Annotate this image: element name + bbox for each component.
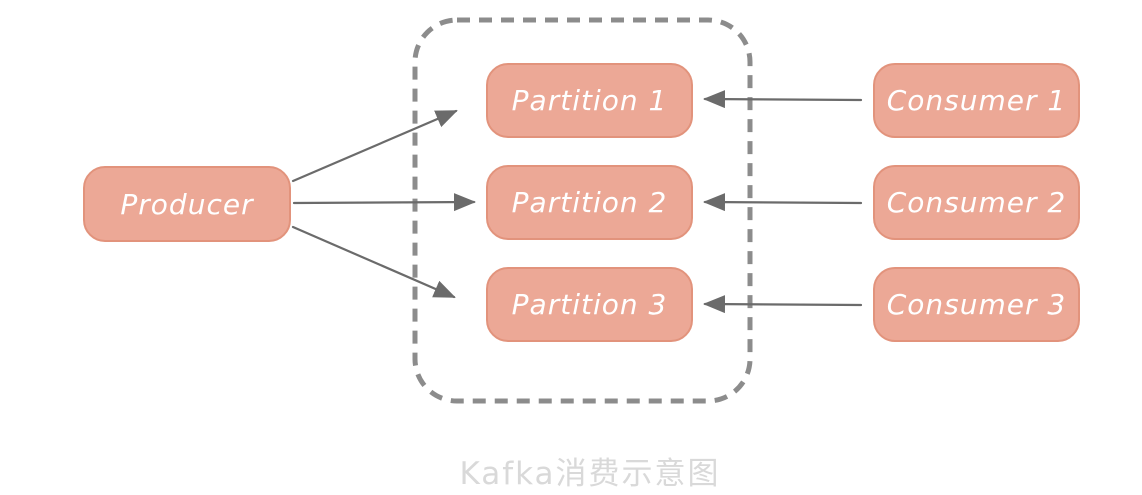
diagram-caption: Kafka消费示意图 (459, 456, 721, 492)
consumer-3-node: Consumer 3 (873, 267, 1080, 342)
partition-1-node: Partition 1 (486, 63, 693, 138)
arrow-consumer-1-to-partition-1 (703, 90, 863, 109)
arrow-consumer-3-to-partition-3 (703, 295, 863, 314)
arrow-producer-to-partition-3 (291, 225, 456, 299)
arrow-producer-to-partition-2 (292, 193, 476, 212)
consumer-2-label: Consumer 2 (886, 186, 1067, 219)
partition-2-node: Partition 2 (486, 165, 693, 240)
partition-3-label: Partition 3 (511, 288, 668, 321)
partition-group-dashed-border (412, 17, 753, 404)
partition-2-label: Partition 2 (511, 186, 668, 219)
consumer-1-label: Consumer 1 (886, 84, 1067, 117)
producer-label: Producer (120, 187, 254, 221)
producer-node: Producer (83, 166, 291, 242)
arrow-consumer-2-to-partition-2 (703, 193, 863, 212)
partition-1-label: Partition 1 (511, 84, 668, 117)
consumer-3-label: Consumer 3 (886, 288, 1067, 321)
arrow-producer-to-partition-1 (291, 109, 458, 183)
consumer-1-node: Consumer 1 (873, 63, 1080, 138)
consumer-2-node: Consumer 2 (873, 165, 1080, 240)
partition-3-node: Partition 3 (486, 267, 693, 342)
